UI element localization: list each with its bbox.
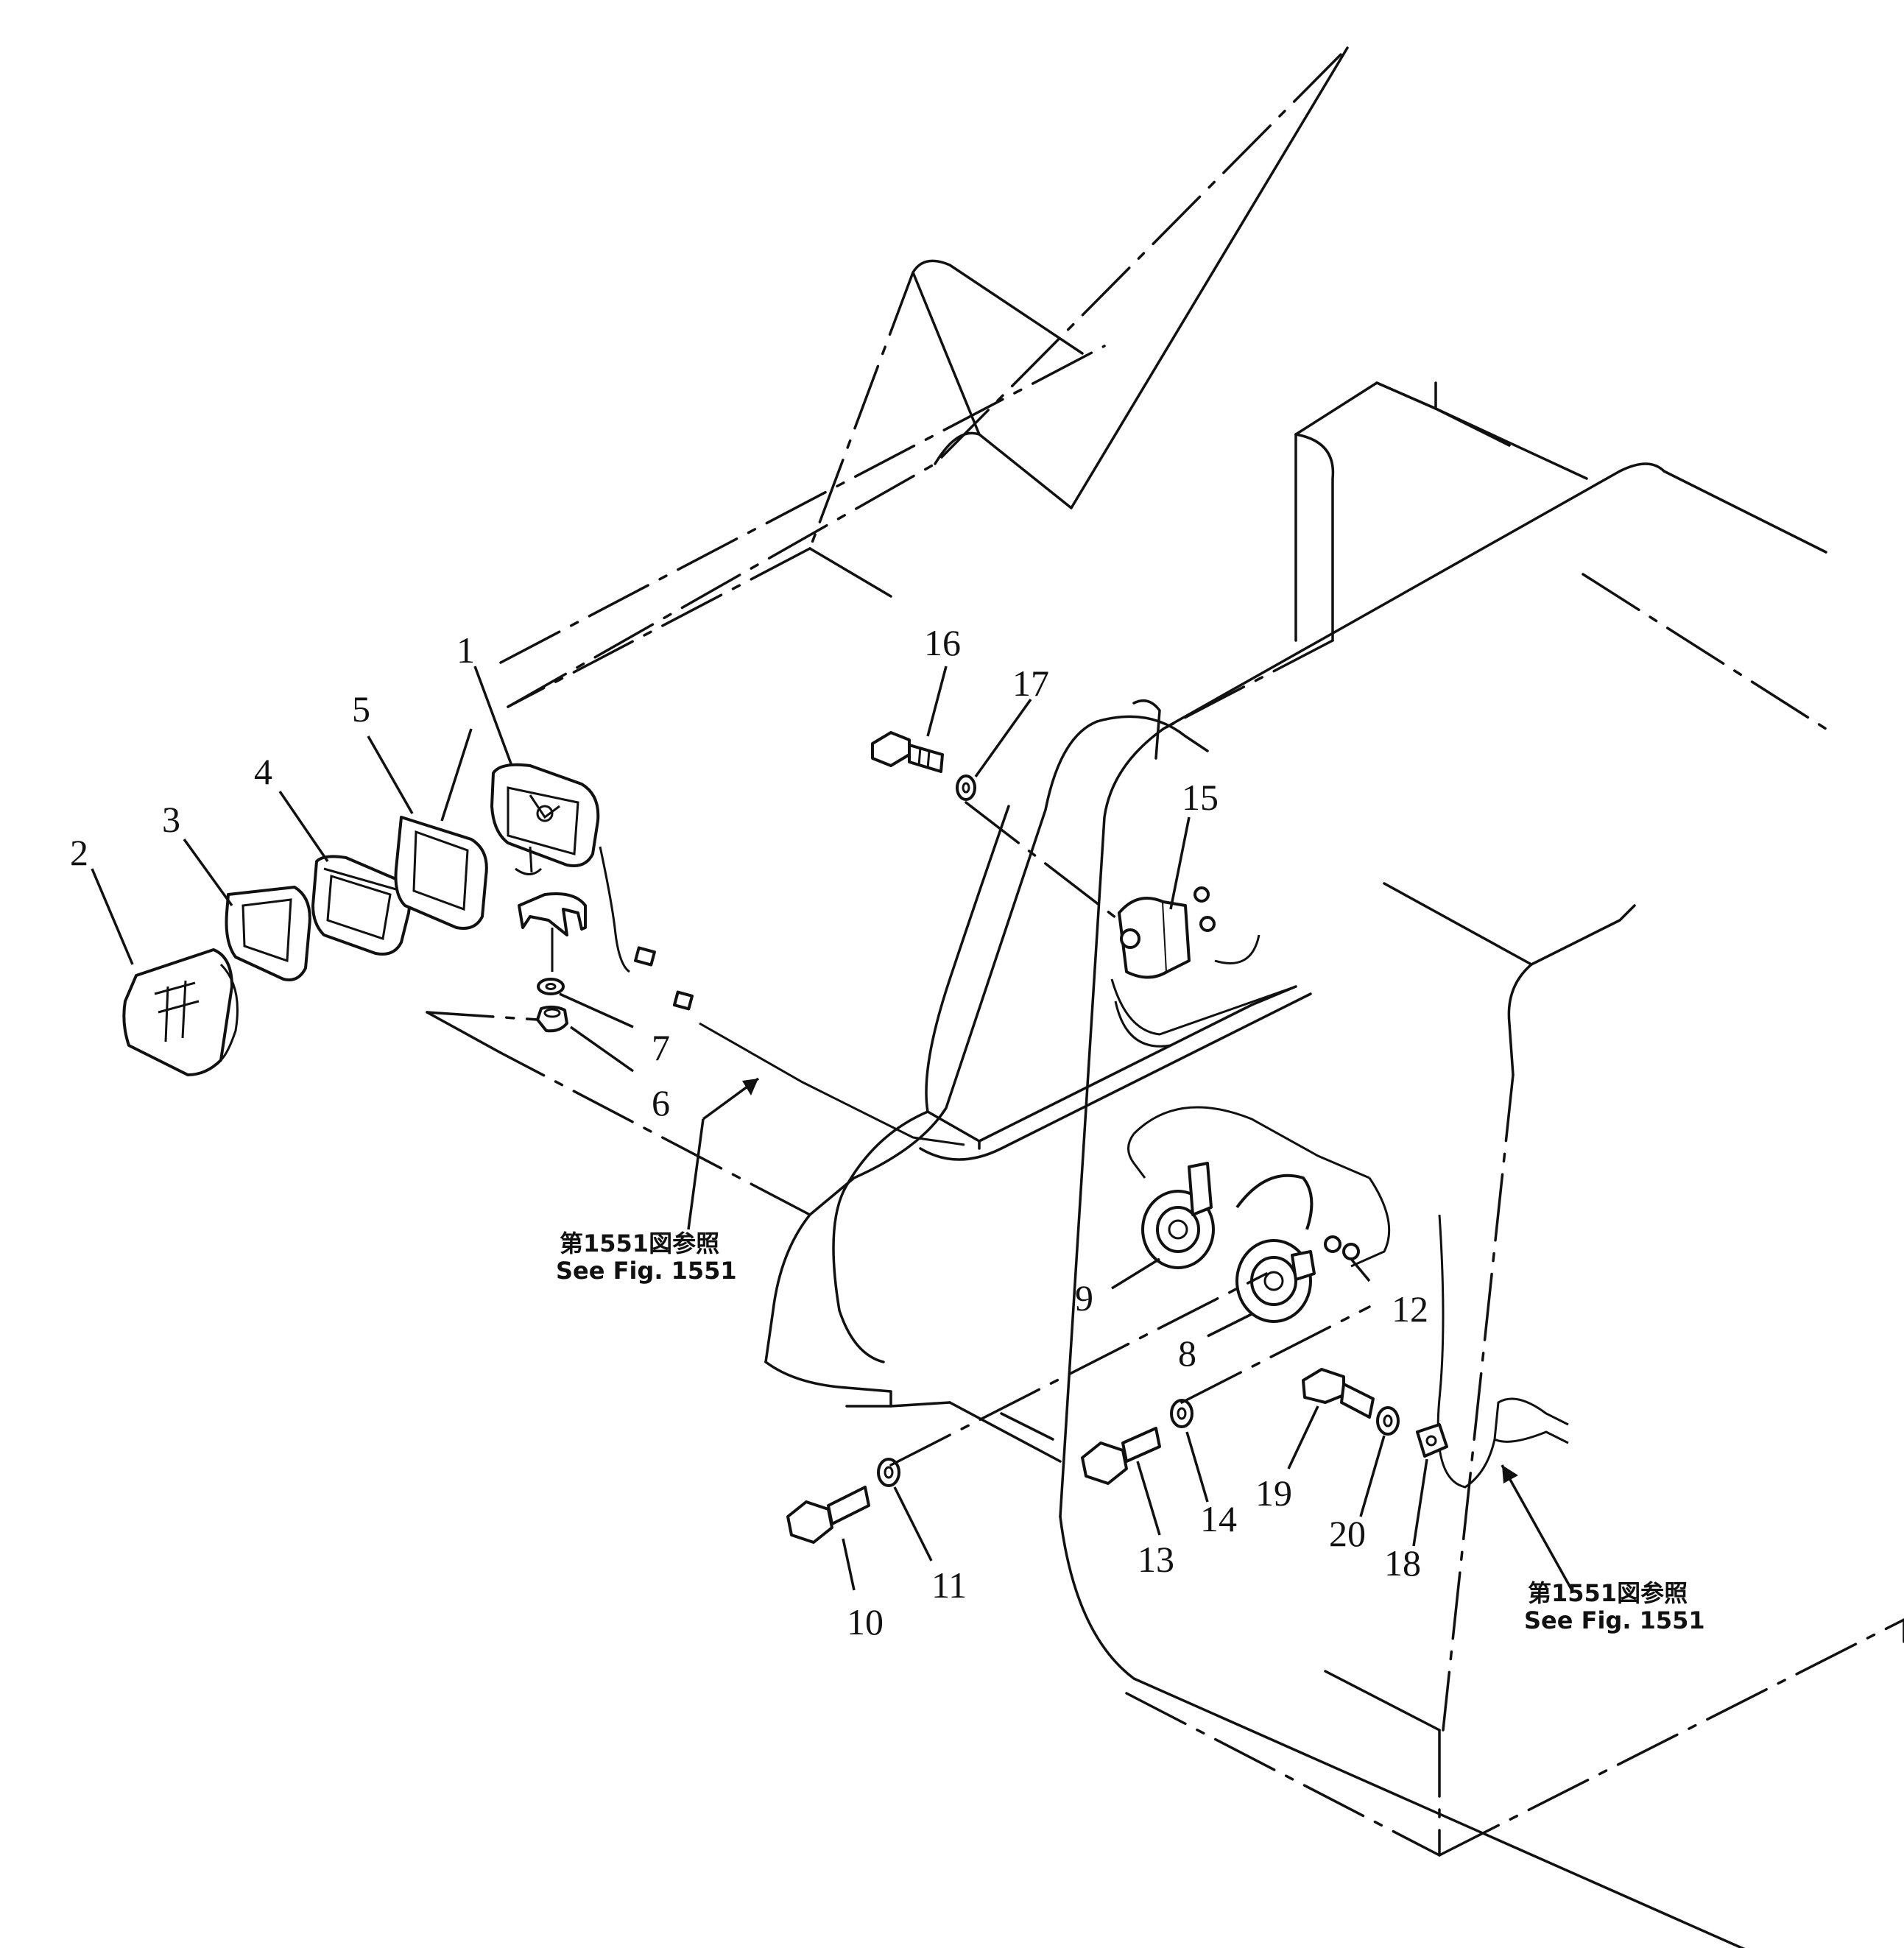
bolt-19	[1302, 1368, 1375, 1419]
callout-5: 5	[352, 688, 370, 730]
washer-20	[1376, 1406, 1400, 1436]
reference-note-right: 第1551図参照 See Fig. 1551	[1524, 1579, 1705, 1634]
wiring-harness	[599, 846, 1569, 1489]
washer-7	[537, 978, 565, 995]
lamp-body	[490, 763, 600, 875]
callout-10: 10	[847, 1601, 884, 1642]
bolt-13	[1081, 1427, 1161, 1485]
callout-13: 13	[1138, 1539, 1174, 1580]
lamp-frame	[394, 816, 488, 930]
reference-note-left: 第1551図参照 See Fig. 1551	[556, 1229, 737, 1285]
reference-arrow-right	[1501, 1464, 1573, 1591]
relay-15	[1118, 886, 1216, 979]
horn-9	[1141, 1162, 1215, 1269]
callout-8: 8	[1178, 1333, 1196, 1374]
bolt-10	[786, 1486, 870, 1544]
callout-3: 3	[162, 799, 180, 840]
callout-labels: 1 2 3 4 5 6 7 8 9 10 11 12 13 14 15 16 1…	[70, 622, 1428, 1642]
reference-note-right-en: See Fig. 1551	[1524, 1606, 1705, 1634]
reference-note-left-en: See Fig. 1551	[556, 1257, 737, 1285]
machine-body-outline	[426, 46, 1904, 1948]
headlamp-front	[122, 948, 239, 1076]
callout-2: 2	[70, 832, 88, 873]
callout-4: 4	[254, 751, 272, 792]
callout-7: 7	[652, 1027, 670, 1068]
callout-18: 18	[1384, 1542, 1421, 1584]
callout-19: 19	[1255, 1472, 1292, 1514]
callout-15: 15	[1182, 777, 1219, 818]
nut-6	[536, 1005, 568, 1033]
reference-note-left-jp: 第1551図参照	[560, 1229, 719, 1257]
callout-20: 20	[1329, 1513, 1366, 1554]
callout-9: 9	[1075, 1277, 1093, 1319]
lamp-gasket	[311, 855, 411, 956]
washer-17	[956, 774, 976, 801]
callout-1: 1	[456, 629, 475, 671]
terminal-12	[1324, 1235, 1360, 1260]
washer-14	[1170, 1399, 1193, 1428]
reference-arrow-left	[687, 1077, 760, 1230]
bolt-16	[871, 731, 944, 773]
reference-note-right-jp: 第1551図参照	[1528, 1579, 1688, 1607]
callout-14: 14	[1200, 1498, 1237, 1539]
leader-lines	[91, 666, 1428, 1591]
lamp-rim	[225, 886, 311, 981]
clip-18	[1416, 1423, 1448, 1458]
callout-6: 6	[652, 1082, 670, 1123]
callout-12: 12	[1392, 1288, 1428, 1330]
washer-11	[877, 1458, 900, 1487]
callout-16: 16	[924, 622, 961, 663]
horn-8	[1235, 1174, 1316, 1323]
callout-11: 11	[931, 1564, 967, 1606]
wire-connector-2	[673, 990, 694, 1011]
lamp-bracket	[518, 892, 587, 972]
callout-17: 17	[1012, 663, 1049, 704]
